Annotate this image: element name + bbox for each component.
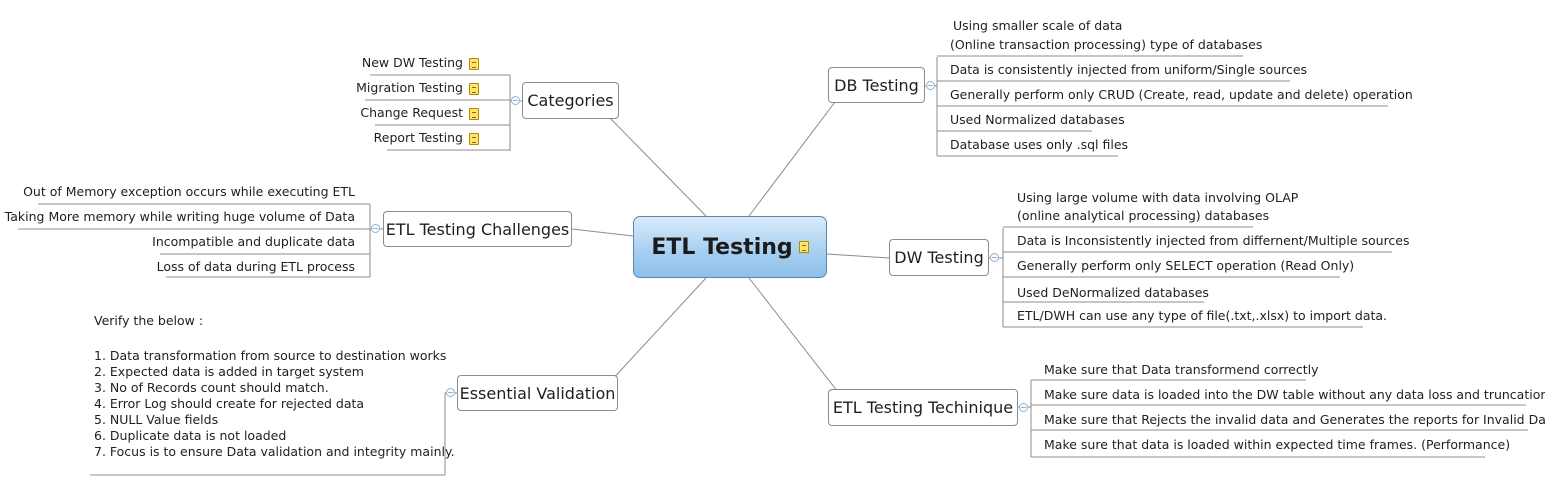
leaf-db-0[interactable]: Using smaller scale of data <box>953 18 1123 33</box>
collapse-toggle-icon[interactable] <box>446 388 455 397</box>
leaf-db-3[interactable]: Generally perform only CRUD (Create, rea… <box>950 87 1413 102</box>
leaf-db-4[interactable]: Used Normalized databases <box>950 112 1125 127</box>
leaf-label: New DW Testing <box>361 55 463 70</box>
note-icon[interactable] <box>469 57 479 70</box>
leaf-challenges-1[interactable]: Taking More memory while writing huge vo… <box>4 209 355 224</box>
leaf-challenges-2[interactable]: Incompatible and duplicate data <box>152 234 355 249</box>
note-icon[interactable] <box>469 132 479 145</box>
leaf-technique-2[interactable]: Make sure that Rejects the invalid data … <box>1044 412 1545 427</box>
note-icon[interactable] <box>469 107 479 120</box>
topic-dw-testing-title: DW Testing <box>894 248 984 267</box>
leaf-challenges-0[interactable]: Out of Memory exception occurs while exe… <box>23 184 355 199</box>
leaf-label: Change Request <box>360 105 463 120</box>
leaf-label: Migration Testing <box>356 80 463 95</box>
validation-spacer <box>94 329 455 348</box>
leaf-categories-1[interactable]: Migration Testing <box>356 80 479 96</box>
leaf-dw-2[interactable]: Data is Inconsistently injected from dif… <box>1017 233 1410 248</box>
topic-db-testing[interactable]: DB Testing <box>828 67 925 103</box>
topic-etl-testing-challenges[interactable]: ETL Testing Challenges <box>383 211 572 247</box>
topic-categories-title: Categories <box>527 91 614 110</box>
leaf-dw-3[interactable]: Generally perform only SELECT operation … <box>1017 258 1355 273</box>
leaf-categories-3[interactable]: Report Testing <box>374 130 479 146</box>
validation-heading: Verify the below : <box>94 313 204 328</box>
leaf-dw-0[interactable]: Using large volume with data involving O… <box>1017 190 1299 205</box>
collapse-toggle-icon[interactable] <box>1019 403 1028 412</box>
topic-categories[interactable]: Categories <box>522 82 619 119</box>
leaf-challenges-3[interactable]: Loss of data during ETL process <box>156 259 355 274</box>
topic-etl-testing-technique[interactable]: ETL Testing Techinique <box>828 389 1018 426</box>
collapse-toggle-icon[interactable] <box>371 224 380 233</box>
collapse-toggle-icon[interactable] <box>511 96 520 105</box>
topic-challenges-title: ETL Testing Challenges <box>385 219 570 239</box>
leaf-dw-1[interactable]: (online analytical processing) databases <box>1017 208 1270 223</box>
leaf-dw-4[interactable]: Used DeNormalized databases <box>1017 285 1209 300</box>
validation-item: 5. NULL Value fields <box>94 412 219 427</box>
leaf-db-1[interactable]: (Online transaction processing) type of … <box>950 37 1263 52</box>
leaf-db-2[interactable]: Data is consistently injected from unifo… <box>950 62 1308 77</box>
validation-item: 3. No of Records count should match. <box>94 380 329 395</box>
validation-item: 1. Data transformation from source to de… <box>94 348 447 363</box>
leaf-technique-1[interactable]: Make sure data is loaded into the DW tab… <box>1044 387 1545 402</box>
leaf-db-5[interactable]: Database uses only .sql files <box>950 137 1129 152</box>
topic-dw-testing[interactable]: DW Testing <box>889 239 989 276</box>
leaf-label: Report Testing <box>373 130 463 145</box>
topic-validation-title: Essential Validation <box>459 383 616 403</box>
collapse-toggle-icon[interactable] <box>926 81 935 90</box>
note-icon[interactable] <box>469 82 479 95</box>
leaf-technique-0[interactable]: Make sure that Data transformend correct… <box>1044 362 1319 377</box>
validation-item: 2. Expected data is added in target syst… <box>94 364 364 379</box>
topic-db-testing-title: DB Testing <box>834 75 919 95</box>
central-topic-title: ETL Testing <box>651 234 793 260</box>
topic-essential-validation[interactable]: Essential Validation <box>457 375 618 411</box>
leaf-categories-0[interactable]: New DW Testing <box>362 55 479 71</box>
validation-item: 4. Error Log should create for rejected … <box>94 396 365 411</box>
note-icon[interactable] <box>798 241 809 253</box>
central-topic[interactable]: ETL Testing <box>633 216 827 278</box>
validation-note-block[interactable]: Verify the below : 1. Data transformatio… <box>94 313 455 460</box>
topic-technique-title: ETL Testing Techinique <box>832 398 1014 417</box>
collapse-toggle-icon[interactable] <box>990 253 999 262</box>
validation-item: 6. Duplicate data is not loaded <box>94 428 287 443</box>
validation-item: 7. Focus is to ensure Data validation an… <box>94 444 455 459</box>
leaf-dw-5[interactable]: ETL/DWH can use any type of file(.txt,.x… <box>1017 308 1388 323</box>
leaf-technique-3[interactable]: Make sure that data is loaded within exp… <box>1044 437 1511 452</box>
leaf-categories-2[interactable]: Change Request <box>360 105 479 121</box>
